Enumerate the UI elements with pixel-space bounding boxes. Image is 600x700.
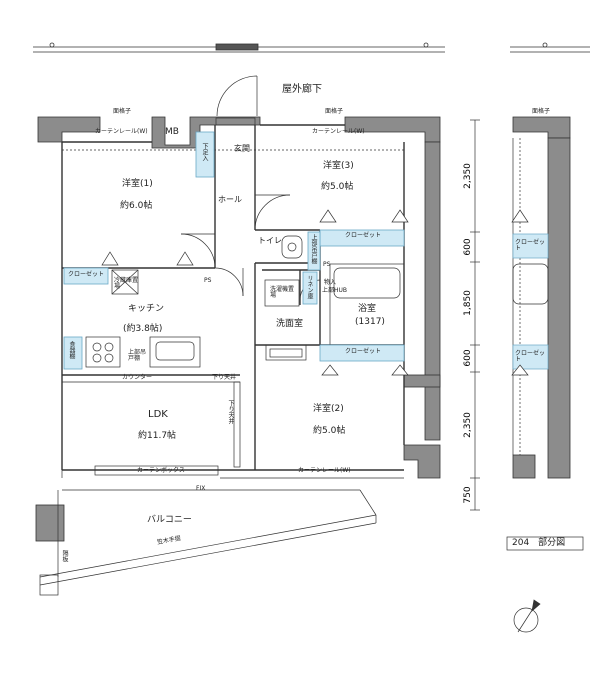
curtain-box-label: カーテンボックス <box>137 467 185 474</box>
ldk-label: LDK <box>148 409 168 420</box>
dimension-label: 2,350 <box>463 163 473 189</box>
storage-hub-label: 上部HUB <box>322 287 348 294</box>
partition-label: 隔板 <box>61 550 68 562</box>
curtain-rail-label: カーテンレール(W) <box>95 128 148 135</box>
closet-label: クローゼット <box>345 348 382 355</box>
closet-label: クローゼット <box>515 239 546 252</box>
washroom-label: 洗面室 <box>276 319 304 329</box>
curtain-rail-label: カーテンレール(W) <box>312 128 365 135</box>
closet-label: クローゼット <box>515 350 546 363</box>
screen-label: 面格子 <box>113 108 132 115</box>
partial-plan-label: 204 部分図 <box>512 538 566 548</box>
dimension-label: 600 <box>463 349 473 366</box>
shoe-box-label: 下足入 <box>201 143 208 161</box>
ps-label: PS <box>204 277 212 284</box>
linen-label: リネン庫 <box>306 275 313 299</box>
toilet-label: トイレ <box>258 236 282 245</box>
fridge-label: 冷蔵庫置場 <box>114 277 139 290</box>
closet-label: クローゼット <box>345 232 382 239</box>
kitchen-label: キッチン <box>128 304 165 314</box>
ceiling-drop-label: 下り天井 <box>212 374 237 381</box>
hall-label: ホール <box>218 195 242 204</box>
fix-label: FIX <box>196 485 206 492</box>
dimension-label: 1,850 <box>463 290 473 316</box>
upper-shelf-label: 上部吊戸棚 <box>310 234 317 264</box>
dimension-label: 2,350 <box>463 412 473 438</box>
mb-label: MB <box>165 127 179 137</box>
dimension-label: 600 <box>463 238 473 255</box>
upper-shelf-label: 上部吊戸棚 <box>128 349 147 362</box>
room1-size: 約6.0帖 <box>120 201 153 211</box>
room1-name: 洋室(1) <box>122 179 153 189</box>
dimension-label: 750 <box>463 486 473 503</box>
ps-label: PS <box>323 261 331 268</box>
room2-size: 約5.0帖 <box>313 426 346 436</box>
ldk-size: 約11.7帖 <box>138 431 177 441</box>
storage-label: 物入 <box>324 279 337 286</box>
curtain-rail-label: カーテンレール(W) <box>298 467 351 474</box>
counter-label: カウンター <box>122 374 153 381</box>
washer-label: 洗濯機置場 <box>270 286 295 299</box>
screen-label: 面格子 <box>532 108 551 115</box>
balcony-label: バルコニー <box>147 515 192 525</box>
screen-label: 面格子 <box>325 108 344 115</box>
closet-label: クローゼット <box>68 271 105 278</box>
pantry-label: 食器棚 <box>68 341 75 359</box>
ceiling-drop-label: 下り天井 <box>227 400 234 424</box>
room3-name: 洋室(3) <box>323 161 354 171</box>
entrance-label: 玄関 <box>234 144 250 153</box>
room2-name: 洋室(2) <box>313 404 344 414</box>
bath-label: 浴室 <box>358 304 377 314</box>
bath-size: (1317) <box>355 317 385 327</box>
corridor-label: 屋外廊下 <box>282 84 322 95</box>
room3-size: 約5.0帖 <box>321 182 354 192</box>
kitchen-size: (約3.8帖) <box>123 324 163 334</box>
